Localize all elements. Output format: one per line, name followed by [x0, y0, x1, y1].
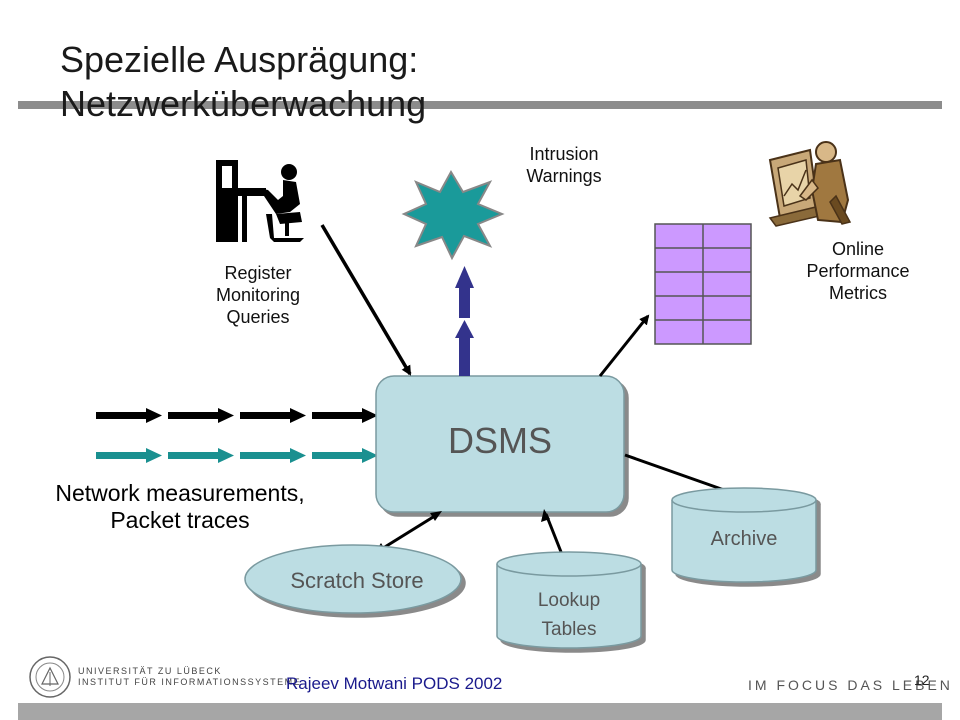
query-arrow [320, 224, 412, 376]
footer-motto: IM FOCUS DAS LEBEN [748, 677, 953, 693]
black-arrow-4 [312, 408, 378, 423]
university-seal-logo [29, 656, 71, 698]
intrusion-warnings-label: Intrusion Warnings [526, 144, 602, 186]
black-arrow-1 [96, 408, 162, 423]
online-metrics-label: Online Performance Metrics [806, 239, 910, 303]
teal-arrow-1 [96, 448, 162, 463]
dsms-box [375, 375, 625, 513]
black-arrow-3 [240, 408, 306, 423]
scratch-store-label: Scratch Store [290, 568, 424, 593]
bottom-bar [18, 703, 942, 720]
footer-author: Rajeev Motwani PODS 2002 [286, 674, 503, 693]
teal-arrow-4 [312, 448, 378, 463]
archive-cylinder [671, 487, 817, 583]
page-number: 12 [914, 672, 930, 688]
metrics-table-icon [654, 223, 752, 345]
title-line-1: Spezielle Ausprägung: [60, 39, 419, 80]
user-at-computer-icon [216, 160, 304, 242]
teal-arrow-3 [240, 448, 306, 463]
university-name: UNIVERSITÄT ZU LÜBECK INSTITUT FÜR INFOR… [78, 666, 302, 687]
scratch-arrow [379, 512, 439, 552]
slide-title: Spezielle Ausprägung: Netzwerküberwachun… [60, 38, 426, 126]
teal-arrow-2 [168, 448, 234, 463]
teal-stream-arrows [96, 448, 378, 463]
intrusion-output-arrows [455, 266, 474, 376]
title-rule [18, 101, 942, 109]
archive-label: Archive [710, 528, 778, 550]
black-arrow-2 [168, 408, 234, 423]
title-line-2: Netzwerküberwachung [60, 83, 427, 124]
lookup-tables-label: Lookup Tables [537, 590, 601, 640]
dsms-label: DSMS [447, 420, 552, 461]
black-stream-arrows [96, 408, 378, 423]
scratch-store-shape [244, 544, 462, 614]
intrusion-starburst-icon [401, 169, 505, 261]
network-measurements-label: Network measurements, Packet traces [55, 480, 305, 533]
lookup-tables-cylinder [496, 551, 642, 649]
register-queries-label: Register Monitoring Queries [215, 263, 301, 327]
metrics-arrow [598, 314, 650, 377]
analyst-computer-icon [768, 141, 852, 227]
